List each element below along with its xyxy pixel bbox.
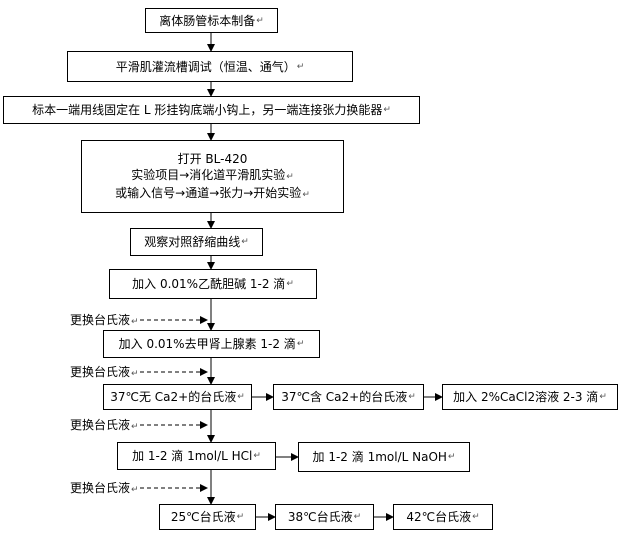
step-tyrode-42c: 42℃台氏液↵ (393, 504, 493, 530)
paragraph-mark: ↵ (131, 422, 139, 432)
step-label: 37℃含 Ca2+的台氏液 (281, 390, 408, 404)
step-line: 实验项目→消化道平滑肌实验↵ (131, 167, 294, 185)
step-label: 加 1-2 滴 1mol/L NaOH (312, 450, 447, 464)
step-label: 打开 BL-420 (177, 151, 248, 166)
step-tyrode-25c: 25℃台氏液↵ (159, 504, 256, 530)
step-add-hcl: 加 1-2 滴 1mol/L HCl↵ (117, 442, 276, 470)
step-specimen-preparation: 离体肠管标本制备↵ (145, 8, 278, 33)
paragraph-mark: ↵ (241, 237, 249, 247)
paragraph-mark: ↵ (253, 451, 261, 461)
step-perfusion-tank-debug: 平滑肌灌流槽调试（恒温、通气）↵ (67, 51, 353, 82)
step-label: 加入 0.01%去甲肾上腺素 1-2 滴 (118, 337, 296, 351)
step-tyrode-38c: 38℃台氏液↵ (275, 504, 374, 530)
step-line: 打开 BL-420 (178, 151, 248, 167)
step-specimen-fixing: 标本一端用线固定在 L 形挂钩底端小钩上，另一端连接张力换能器↵ (3, 96, 420, 124)
paragraph-mark: ↵ (286, 279, 294, 289)
step-label: 或输入信号→通道→张力→开始实验 (115, 185, 302, 200)
paragraph-mark: ↵ (237, 392, 245, 402)
step-label: 25℃台氏液 (170, 510, 236, 524)
step-ca-free-tyrode: 37℃无 Ca2+的台氏液↵ (103, 384, 252, 410)
step-label: 加入 2%CaCl2溶液 2-3 滴 (453, 390, 599, 404)
step-add-acetylcholine: 加入 0.01%乙酰胆碱 1-2 滴↵ (109, 269, 317, 299)
note-label: 更换台氏液 (70, 481, 131, 495)
step-ca-tyrode: 37℃含 Ca2+的台氏液↵ (273, 384, 424, 410)
step-label: 38℃台氏液 (287, 510, 353, 524)
step-add-naoh: 加 1-2 滴 1mol/L NaOH↵ (298, 442, 470, 472)
step-label: 离体肠管标本制备 (159, 13, 256, 28)
paragraph-mark: ↵ (256, 15, 264, 26)
note-label: 更换台氏液 (70, 418, 131, 432)
paragraph-mark: ↵ (131, 485, 139, 495)
paragraph-mark: ↵ (286, 171, 294, 182)
step-observe-control-curve: 观察对照舒缩曲线↵ (130, 228, 263, 256)
note-change-tyrode-2: 更换台氏液↵ (70, 365, 139, 381)
paragraph-mark: ↵ (408, 392, 416, 402)
note-label: 更换台氏液 (70, 365, 131, 379)
paragraph-mark: ↵ (599, 392, 607, 402)
step-add-cacl2: 加入 2%CaCl2溶液 2-3 滴↵ (442, 384, 618, 410)
note-change-tyrode-4: 更换台氏液↵ (70, 481, 139, 497)
step-label: 观察对照舒缩曲线 (144, 235, 241, 249)
paragraph-mark: ↵ (472, 512, 480, 522)
step-label: 标本一端用线固定在 L 形挂钩底端小钩上，另一端连接张力换能器 (32, 103, 383, 117)
paragraph-mark: ↵ (296, 339, 305, 349)
paragraph-mark: ↵ (131, 369, 139, 379)
paragraph-mark: ↵ (131, 317, 139, 327)
note-change-tyrode-1: 更换台氏液↵ (70, 313, 139, 329)
step-label: 实验项目→消化道平滑肌实验 (131, 167, 286, 182)
step-line: 或输入信号→通道→张力→开始实验↵ (115, 185, 310, 203)
paragraph-mark: ↵ (296, 61, 305, 72)
step-add-norepinephrine: 加入 0.01%去甲肾上腺素 1-2 滴↵ (103, 330, 320, 358)
note-label: 更换台氏液 (70, 313, 131, 327)
step-label: 平滑肌灌流槽调试（恒温、通气） (115, 59, 296, 74)
step-open-bl420: 打开 BL-420 实验项目→消化道平滑肌实验↵ 或输入信号→通道→张力→开始实… (81, 140, 344, 213)
step-label: 加入 0.01%乙酰胆碱 1-2 滴 (132, 277, 286, 291)
note-change-tyrode-3: 更换台氏液↵ (70, 418, 139, 434)
paragraph-mark: ↵ (236, 512, 245, 522)
step-label: 37℃无 Ca2+的台氏液 (110, 390, 237, 404)
paragraph-mark: ↵ (353, 512, 362, 522)
paragraph-mark: ↵ (302, 189, 310, 200)
paragraph-mark: ↵ (447, 452, 456, 462)
step-label: 42℃台氏液 (406, 510, 472, 524)
step-label: 加 1-2 滴 1mol/L HCl (132, 449, 253, 463)
paragraph-mark: ↵ (383, 105, 391, 115)
